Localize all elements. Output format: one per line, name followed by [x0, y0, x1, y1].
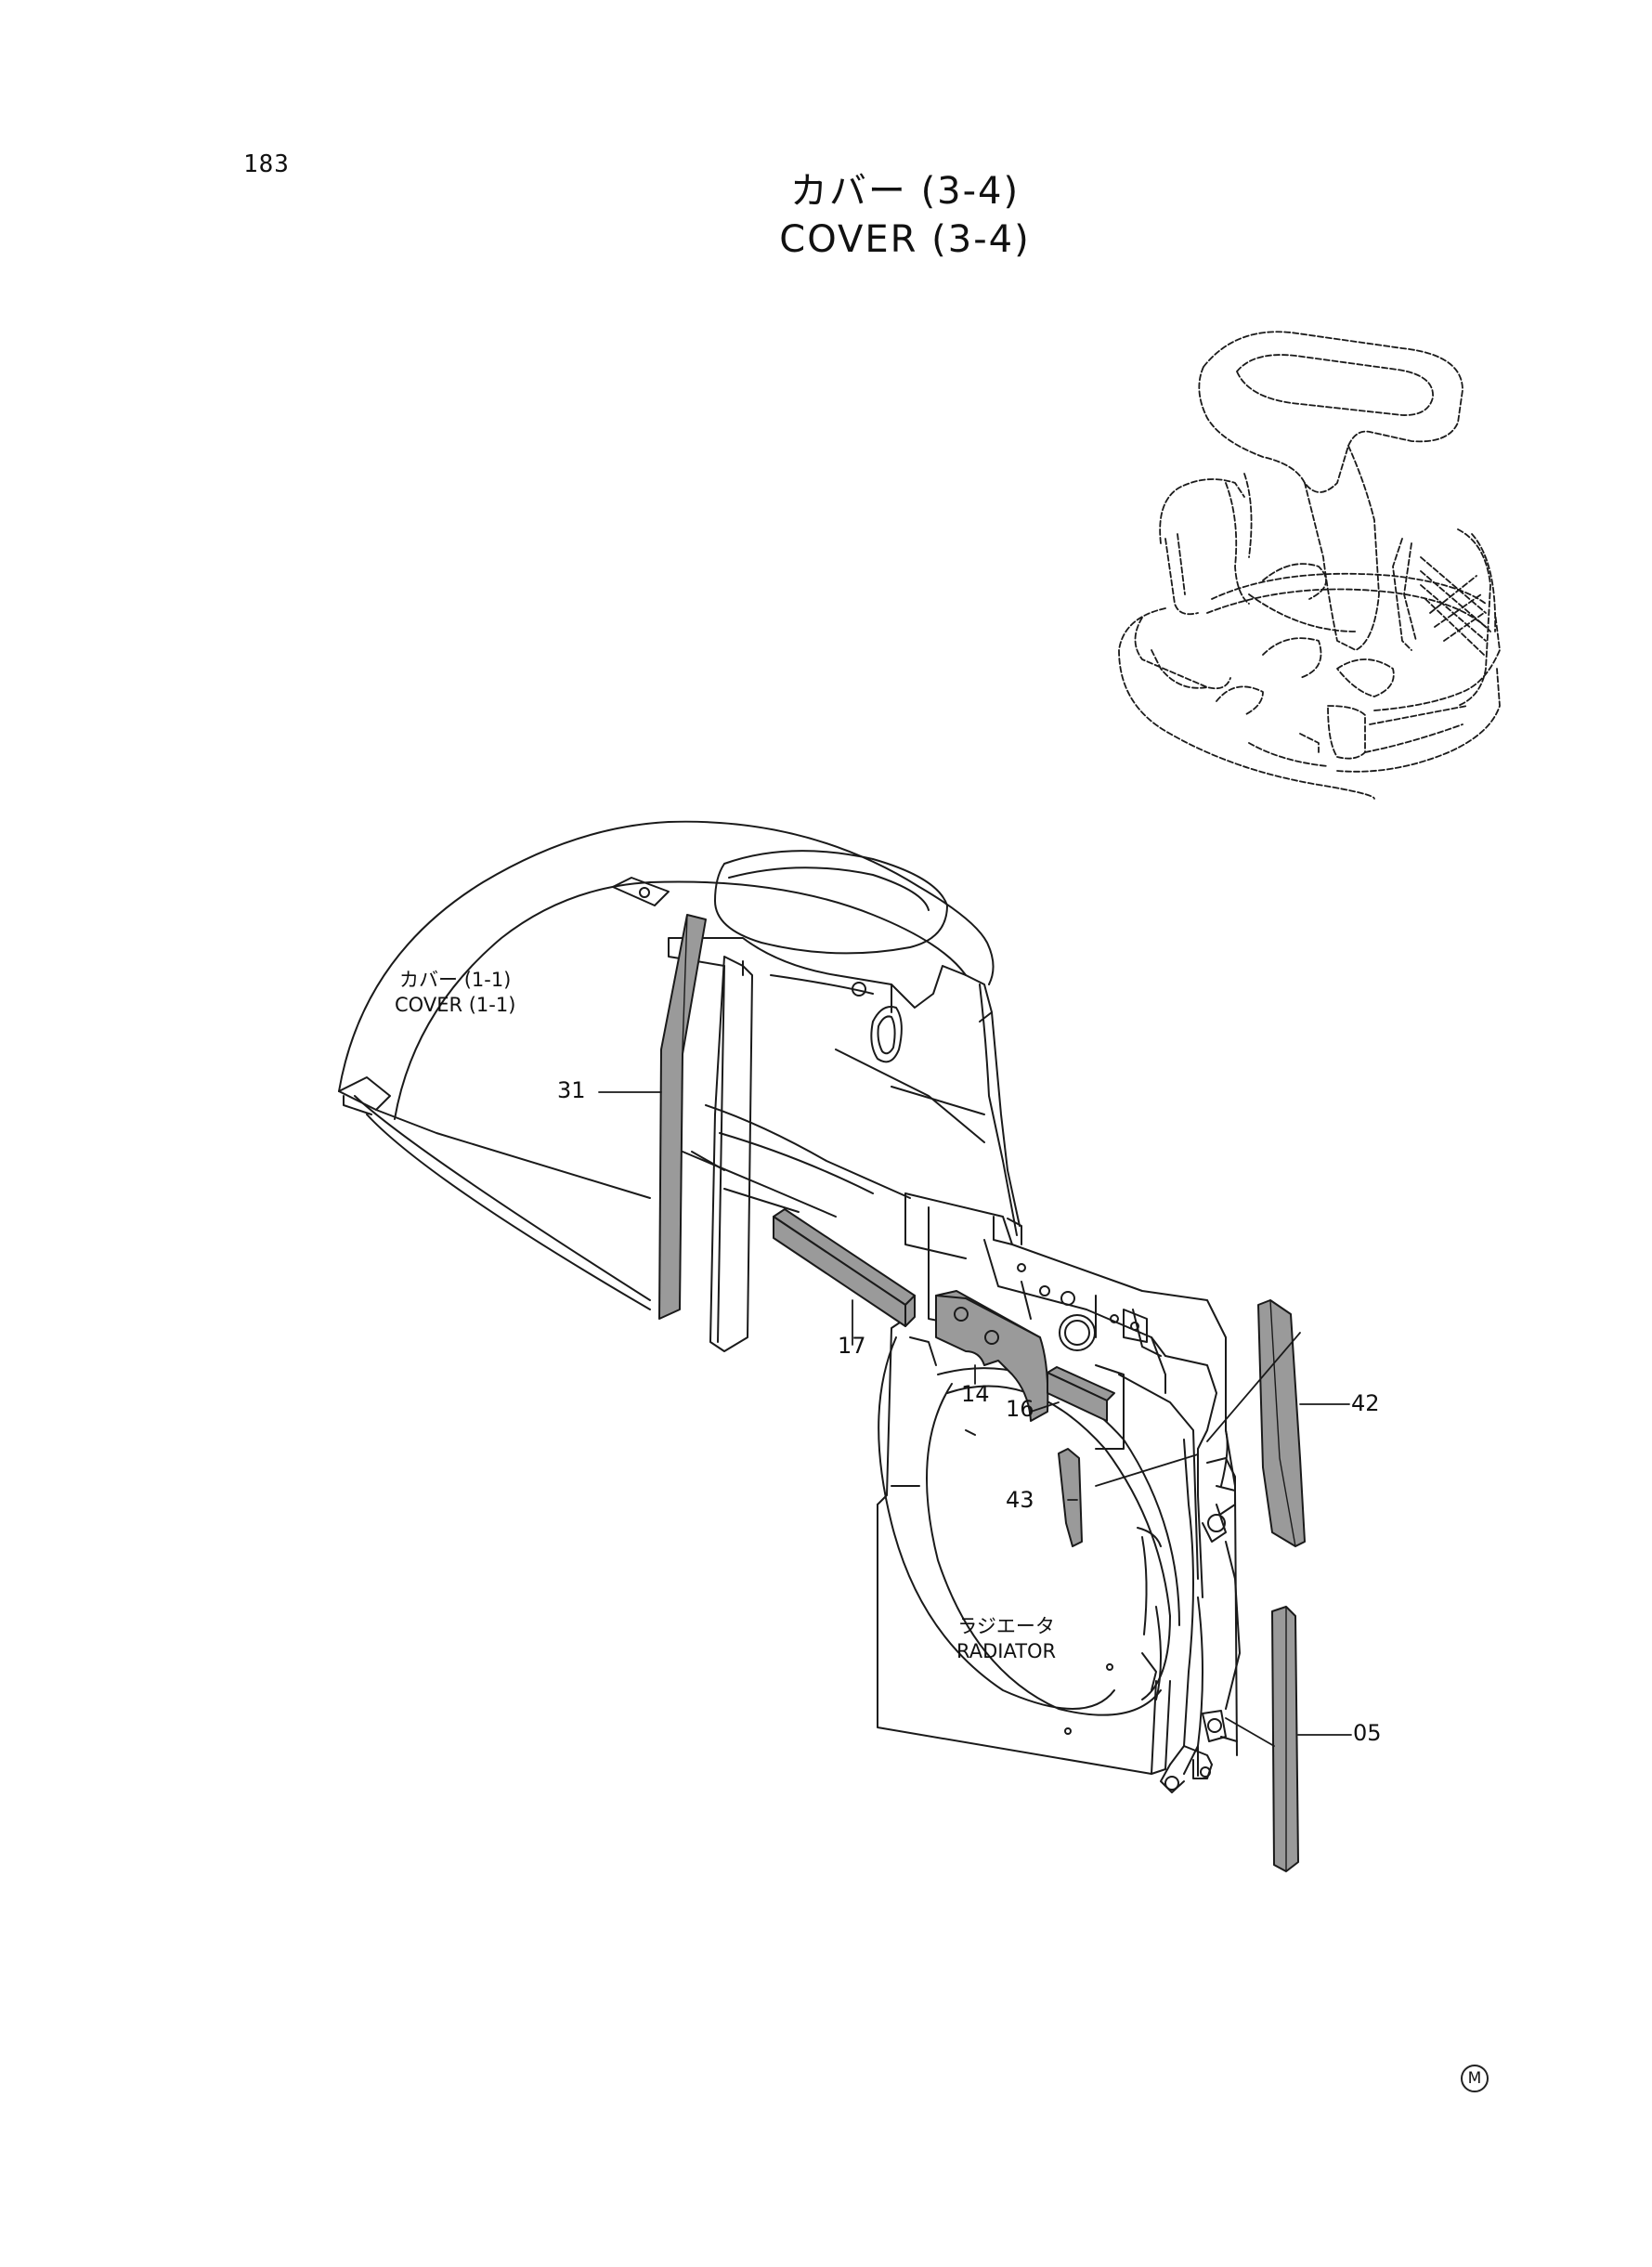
manufacturer-mark: M	[1461, 2065, 1489, 2092]
callout-part-05: 05	[1353, 1720, 1382, 1746]
leader-lines	[598, 1091, 1352, 1747]
cover-shell-drawing	[338, 820, 1021, 1352]
page-number: 183	[243, 150, 290, 178]
callout-part-31: 31	[557, 1077, 586, 1103]
page-title: カバー (3-4) COVER (3-4)	[0, 167, 1652, 264]
cover-reference-ja: カバー (1-1)	[399, 969, 512, 991]
callout-part-42: 42	[1351, 1390, 1380, 1416]
radiator-reference-en: RADIATOR	[956, 1640, 1057, 1662]
callout-part-17: 17	[838, 1333, 866, 1359]
cover-reference-en: COVER (1-1)	[395, 994, 516, 1016]
part-05-drawing	[1271, 1606, 1299, 1872]
part-16-drawing	[1047, 1366, 1115, 1422]
cover-reference-label: カバー (1-1) COVER (1-1)	[395, 968, 515, 1018]
part-14-drawing	[935, 1290, 1049, 1422]
radiator-drawing	[877, 1192, 1241, 1793]
part-17-drawing	[773, 1208, 916, 1327]
callout-part-14: 14	[961, 1381, 990, 1407]
title-english: COVER (3-4)	[779, 218, 1031, 261]
part-31-drawing	[658, 914, 707, 1320]
part-42-drawing	[1257, 1299, 1306, 1547]
radiator-reference-label: ラジエータ RADIATOR	[956, 1614, 1056, 1664]
part-43-drawing	[1058, 1448, 1083, 1547]
callout-part-43: 43	[1006, 1487, 1034, 1513]
callout-part-16: 16	[1006, 1396, 1034, 1422]
title-japanese: カバー (3-4)	[789, 170, 1021, 213]
radiator-reference-ja: ラジエータ	[957, 1615, 1055, 1637]
machine-overview-illustration	[1118, 331, 1501, 800]
